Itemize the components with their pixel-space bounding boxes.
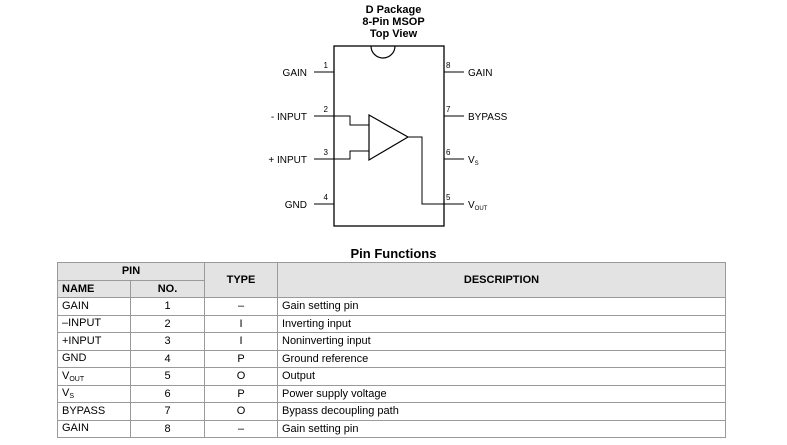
noninverting-input-trace bbox=[334, 150, 369, 160]
header-type: TYPE bbox=[204, 262, 278, 298]
pin-6-label: VS bbox=[468, 155, 479, 167]
pin-description: Noninverting input bbox=[277, 332, 726, 351]
output-trace bbox=[408, 136, 444, 205]
header-no: NO. bbox=[130, 279, 205, 298]
pin-type: O bbox=[204, 402, 278, 421]
pin-number: 5 bbox=[130, 367, 205, 386]
table-row: VOUT 5 O Output bbox=[57, 367, 726, 386]
package-title: D Package bbox=[365, 4, 422, 16]
pin-1-number: 1 bbox=[324, 61, 329, 70]
header-description: DESCRIPTION bbox=[277, 262, 726, 298]
pin-description: Inverting input bbox=[277, 314, 726, 333]
pin-2-number: 2 bbox=[324, 105, 329, 114]
pin-8-label: GAIN bbox=[468, 68, 492, 79]
pin-7-label: BYPASS bbox=[468, 112, 508, 123]
table-row: BYPASS 7 O Bypass decoupling path bbox=[57, 402, 726, 421]
pin-name: +INPUT bbox=[57, 332, 131, 351]
pin-3-number: 3 bbox=[324, 148, 329, 157]
table-row: –INPUT 2 I Inverting input bbox=[57, 314, 726, 333]
pin-name: –INPUT bbox=[57, 314, 131, 333]
pin-number: 4 bbox=[130, 349, 205, 368]
pin-functions-title: Pin Functions bbox=[350, 246, 437, 261]
pin-description: Gain setting pin bbox=[277, 297, 726, 316]
pin-type: I bbox=[204, 332, 278, 351]
header-pin: PIN bbox=[57, 262, 205, 281]
package-body bbox=[333, 45, 445, 227]
inverting-input-trace bbox=[334, 115, 369, 126]
pin-number: 1 bbox=[130, 297, 205, 316]
pin-1-label: GAIN bbox=[283, 68, 307, 79]
pin-functions-table: PIN TYPE DESCRIPTION NAME NO. GAIN 1 – G… bbox=[57, 262, 726, 438]
pin-name: GAIN bbox=[57, 419, 131, 438]
package-view: Top View bbox=[369, 28, 418, 40]
table-row: GAIN 1 – Gain setting pin bbox=[57, 297, 726, 316]
pin-5-label: VOUT bbox=[468, 200, 488, 212]
pin-type: I bbox=[204, 314, 278, 333]
pin-number: 7 bbox=[130, 402, 205, 421]
pin-8-number: 8 bbox=[446, 61, 451, 70]
pin-type: – bbox=[204, 297, 278, 316]
header-name: NAME bbox=[57, 279, 131, 298]
pin-description: Power supply voltage bbox=[277, 384, 726, 403]
table-row: GAIN 8 – Gain setting pin bbox=[57, 419, 726, 438]
pin-7-number: 7 bbox=[446, 105, 451, 114]
pin-number: 6 bbox=[130, 384, 205, 403]
pin-description: Gain setting pin bbox=[277, 419, 726, 438]
table-row: GND 4 P Ground reference bbox=[57, 349, 726, 368]
pin-number: 2 bbox=[130, 314, 205, 333]
pin-description: Bypass decoupling path bbox=[277, 402, 726, 421]
pin-4-number: 4 bbox=[324, 193, 329, 202]
table-header-row: PIN TYPE DESCRIPTION bbox=[57, 262, 726, 298]
pin-description: Ground reference bbox=[277, 349, 726, 368]
pin-4-label: GND bbox=[285, 200, 307, 211]
package-notch bbox=[370, 45, 396, 59]
table-row: +INPUT 3 I Noninverting input bbox=[57, 332, 726, 351]
pin-6-number: 6 bbox=[446, 148, 451, 157]
pin-type: O bbox=[204, 367, 278, 386]
pin-2-label: - INPUT bbox=[271, 112, 307, 123]
pin-number: 8 bbox=[130, 419, 205, 438]
pinout-diagram: GAIN 1 - INPUT 2 + INPUT 3 GND 4 GAIN 8 … bbox=[268, 45, 508, 227]
pin-type: P bbox=[204, 349, 278, 368]
pin-description: Output bbox=[277, 367, 726, 386]
pin-5-number: 5 bbox=[446, 193, 451, 202]
amplifier-triangle bbox=[368, 113, 410, 162]
pin-name: VOUT bbox=[57, 367, 131, 386]
pin-3-label: + INPUT bbox=[268, 155, 307, 166]
table-row: VS 6 P Power supply voltage bbox=[57, 384, 726, 403]
pin-name: GAIN bbox=[57, 297, 131, 316]
package-subtitle: 8-Pin MSOP bbox=[362, 16, 425, 28]
pin-type: P bbox=[204, 384, 278, 403]
pin-number: 3 bbox=[130, 332, 205, 351]
pin-name: GND bbox=[57, 349, 131, 368]
pin-name: BYPASS bbox=[57, 402, 131, 421]
pin-type: – bbox=[204, 419, 278, 438]
pin-name: VS bbox=[57, 384, 131, 403]
